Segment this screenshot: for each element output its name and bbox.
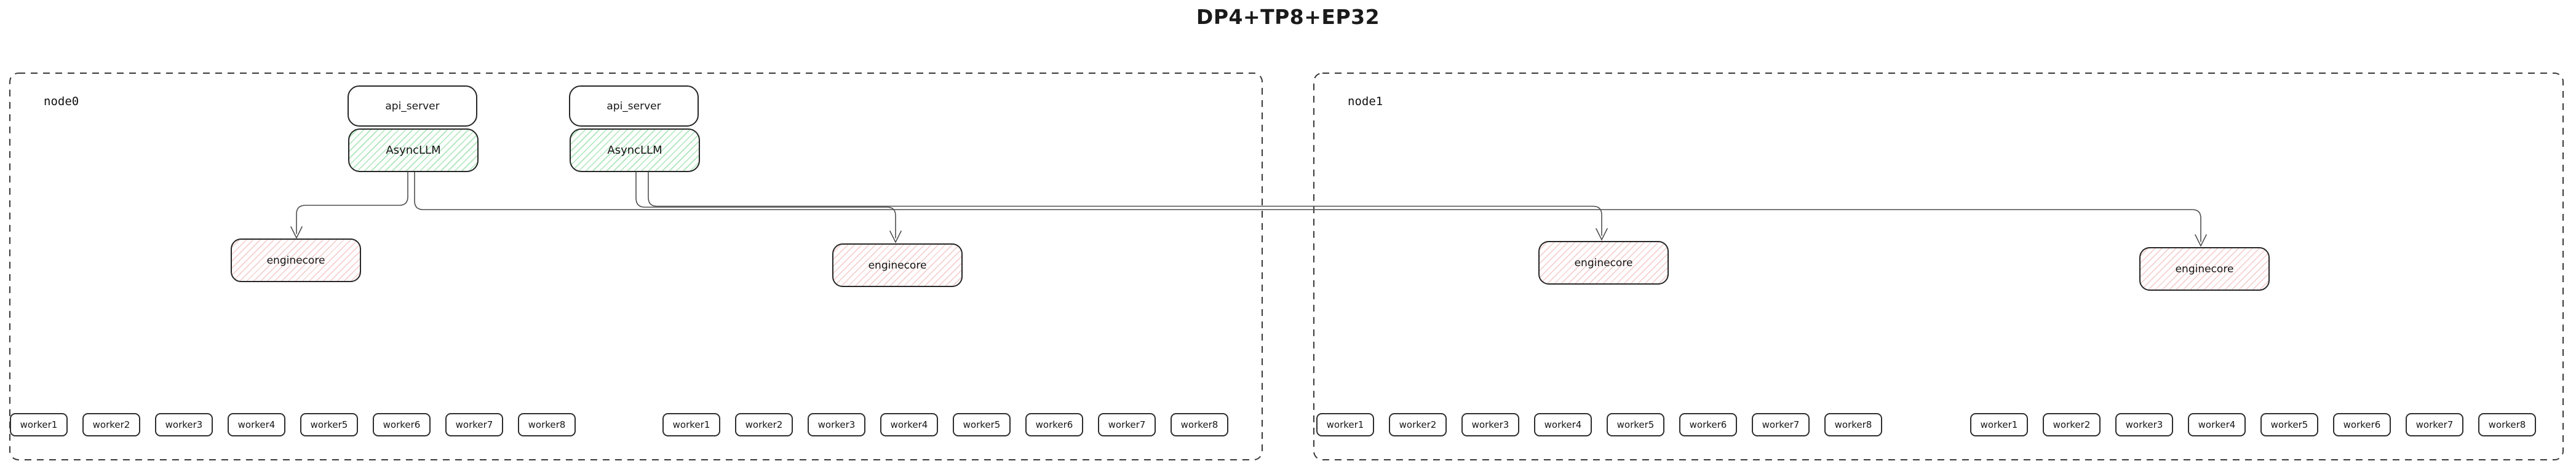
worker-box: worker7 — [445, 413, 503, 436]
worker-box: worker2 — [735, 413, 793, 436]
worker-box: worker8 — [518, 413, 576, 436]
node0-label: node0 — [44, 95, 79, 108]
worker-box: worker1 — [662, 413, 720, 436]
node1-worker-row-1: worker1 worker2 worker3 worker4 worker5 worke… — [1316, 413, 1882, 436]
worker-box: worker1 — [1970, 413, 2028, 436]
node0-api-server-1: api_server — [348, 85, 477, 127]
node0-container: node0 api_server AsyncLLM api_server Asy… — [9, 73, 1263, 460]
worker-box: worker5 — [1607, 413, 1664, 436]
node0-enginecore-2: enginecore — [832, 243, 963, 287]
worker-box: worker6 — [373, 413, 431, 436]
worker-box: worker2 — [82, 413, 140, 436]
worker-box: worker8 — [2478, 413, 2536, 436]
worker-box: worker2 — [1389, 413, 1447, 436]
diagram-title: DP4+TP8+EP32 — [1196, 5, 1380, 29]
worker-box: worker4 — [1534, 413, 1592, 436]
node1-enginecore-1: enginecore — [1538, 241, 1669, 285]
worker-box: worker6 — [1679, 413, 1737, 436]
worker-box: worker6 — [2333, 413, 2391, 436]
worker-box: worker5 — [2260, 413, 2318, 436]
worker-box: worker3 — [1461, 413, 1519, 436]
worker-box: worker3 — [808, 413, 865, 436]
node1-enginecore-2: enginecore — [2139, 247, 2270, 291]
node0-asyncllm-1: AsyncLLM — [348, 128, 479, 172]
node0-api-server-2: api_server — [569, 85, 699, 127]
worker-box: worker6 — [1025, 413, 1083, 436]
worker-box: worker7 — [1098, 413, 1156, 436]
worker-box: worker5 — [953, 413, 1011, 436]
node0-worker-row-2: worker1 worker2 worker3 worker4 worker5 worke… — [662, 413, 1228, 436]
node0-worker-row-1: worker1 worker2 worker3 worker4 worker5 worke… — [10, 413, 576, 436]
worker-box: worker4 — [2188, 413, 2246, 436]
node0-asyncllm-2: AsyncLLM — [570, 128, 700, 172]
node0-enginecore-1: enginecore — [231, 238, 361, 282]
worker-box: worker2 — [2043, 413, 2101, 436]
worker-box: worker7 — [1752, 413, 1810, 436]
node1-label: node1 — [1348, 95, 1383, 108]
worker-box: worker1 — [10, 413, 68, 436]
worker-box: worker5 — [300, 413, 358, 436]
node1-worker-row-2: worker1 worker2 worker3 worker4 worker5 worke… — [1970, 413, 2536, 436]
worker-box: worker7 — [2406, 413, 2463, 436]
worker-box: worker3 — [155, 413, 213, 436]
worker-box: worker4 — [228, 413, 285, 436]
worker-box: worker8 — [1171, 413, 1228, 436]
worker-box: worker3 — [2115, 413, 2173, 436]
worker-box: worker8 — [1824, 413, 1882, 436]
worker-box: worker1 — [1316, 413, 1374, 436]
worker-box: worker4 — [880, 413, 938, 436]
